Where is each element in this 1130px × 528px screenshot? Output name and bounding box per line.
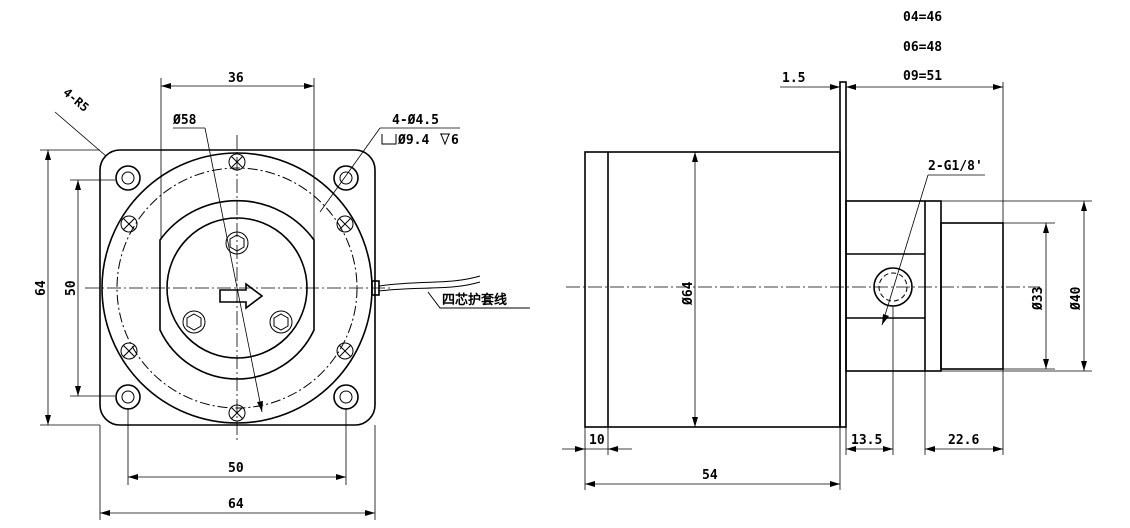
screw-upper-left: [120, 215, 138, 233]
dim-total-length: 54: [702, 468, 718, 483]
flow-direction-arrow-icon: [219, 282, 264, 310]
cable-leader: [427, 291, 530, 309]
side-pump-head: [845, 200, 942, 372]
front-view: 四芯护套线 36 4-R5 Ø58 4-Ø4.5 Ø9.4 6 64: [34, 71, 530, 520]
dim-body-dia: Ø64: [681, 281, 696, 306]
cable-gland: [371, 280, 380, 296]
rotor-bolt-right: [269, 310, 293, 334]
side-end-cap: [940, 222, 1004, 370]
dim-circle-dia: Ø58: [172, 113, 197, 128]
dim-bottom-outer: 64: [228, 497, 244, 512]
screw-lower-left: [120, 342, 138, 360]
corner-hole-bottom-right: [333, 384, 359, 410]
side-flange: [839, 81, 847, 428]
dim-counterbore-depth: 6: [451, 133, 459, 148]
dim-outer-dia: Ø40: [1069, 286, 1084, 311]
depth-symbol-icon: [440, 133, 450, 146]
variant-04: 04=46: [903, 10, 942, 25]
front-rotor-circle: [166, 217, 308, 359]
side-view: 04=46 06=48 09=51 1.5 2-G1/8' Ø64 Ø33: [562, 10, 1092, 490]
dim-corner-radius: 4-R5: [60, 85, 91, 114]
rotor-bolt-top: [225, 231, 249, 255]
dim-end-length: 22.6: [948, 433, 979, 448]
dim-flange: 1.5: [782, 71, 805, 86]
dim-holes: 4-Ø4.5: [392, 113, 439, 128]
screw-upper-right: [336, 215, 354, 233]
cable-label: 四芯护套线: [442, 292, 507, 308]
variant-09: 09=51: [903, 69, 942, 84]
side-body-outline: [584, 151, 841, 428]
dim-top-36: 36: [228, 71, 244, 86]
corner-hole-top-right: [333, 165, 359, 191]
dim-counterbore: Ø9.4: [397, 133, 429, 148]
front-plate-outline: [99, 149, 376, 426]
dim-height-outer: 64: [34, 280, 49, 296]
dim-port-offset: 13.5: [851, 433, 882, 448]
dim-bottom-inner: 50: [228, 461, 244, 476]
cable-line-lower: [378, 281, 481, 292]
cable-line: [378, 275, 481, 287]
variant-06: 06=48: [903, 40, 942, 55]
corner-hole-bottom-left: [115, 384, 141, 410]
screw-lower-right: [336, 342, 354, 360]
dim-left-step: 10: [589, 433, 605, 448]
corner-hole-top-left: [115, 165, 141, 191]
rotor-bolt-left: [182, 310, 206, 334]
screw-bottom: [228, 404, 246, 422]
front-inner-recess: [159, 199, 315, 380]
dim-height-inner: 50: [64, 280, 79, 296]
dim-inner-dia: Ø33: [1031, 287, 1046, 311]
dim-port: 2-G1/8': [928, 159, 983, 174]
counterbore-symbol-icon: [381, 134, 397, 145]
screw-top: [228, 153, 246, 171]
